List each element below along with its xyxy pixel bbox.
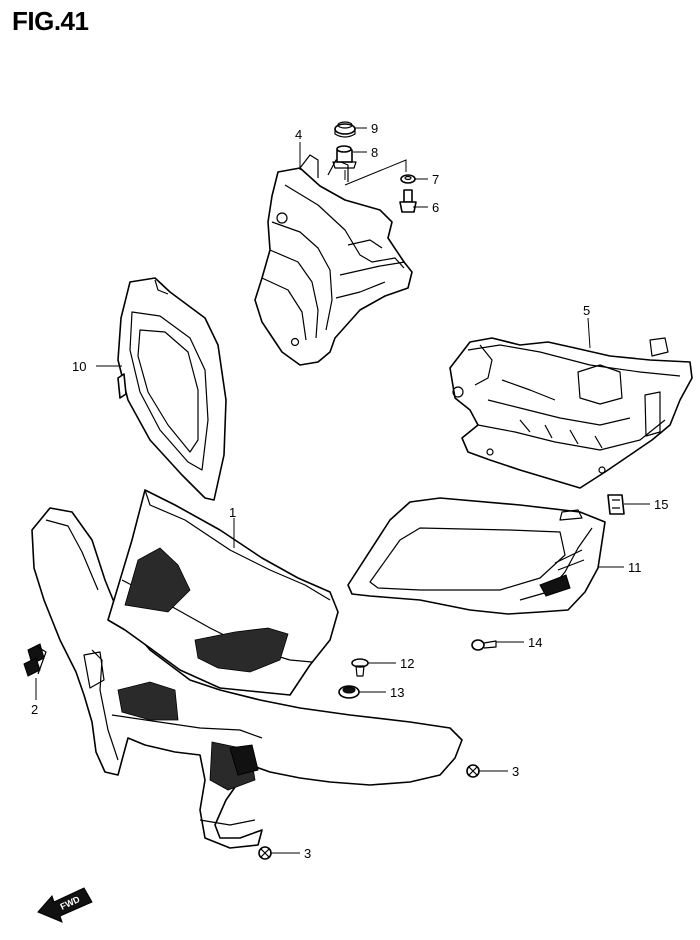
callout-3-right: 3 — [512, 764, 519, 779]
part-9-grommet — [334, 121, 356, 138]
callout-3-bottom: 3 — [304, 846, 311, 861]
part-15-clip-nut — [607, 494, 625, 515]
part-4-bracket — [254, 154, 413, 366]
part-7-washer — [400, 174, 416, 184]
figure-title: FIG.41 — [12, 6, 89, 36]
callout-7: 7 — [432, 172, 439, 187]
part-10-headlight-housing — [117, 277, 227, 501]
part-11-side-vent — [347, 497, 606, 615]
part-14-screw — [471, 639, 497, 651]
callout-11: 11 — [628, 560, 642, 575]
callout-2: 2 — [31, 702, 38, 717]
callout-14: 14 — [528, 635, 542, 650]
callout-9: 9 — [371, 121, 378, 136]
part-8-collar — [332, 145, 357, 169]
callout-13: 13 — [390, 685, 404, 700]
callout-12: 12 — [400, 656, 414, 671]
fwd-arrow-icon: FWD — [37, 887, 93, 923]
part-3-screw-bottom — [258, 846, 272, 860]
part-2-emblem — [23, 643, 47, 677]
callout-6: 6 — [432, 200, 439, 215]
callout-1: 1 — [229, 505, 236, 520]
part-12-screw — [351, 658, 369, 677]
leader-5 — [587, 317, 591, 349]
callout-4: 4 — [295, 127, 302, 142]
callout-8: 8 — [371, 145, 378, 160]
part-5-tray — [449, 337, 693, 489]
part-13-grommet — [338, 685, 360, 699]
part-1-front-cowl — [31, 489, 463, 849]
part-3-screw-right — [466, 764, 480, 778]
part-6-bolt — [399, 189, 417, 213]
callout-10: 10 — [72, 359, 86, 374]
callout-5: 5 — [583, 303, 590, 318]
callout-15: 15 — [654, 497, 668, 512]
